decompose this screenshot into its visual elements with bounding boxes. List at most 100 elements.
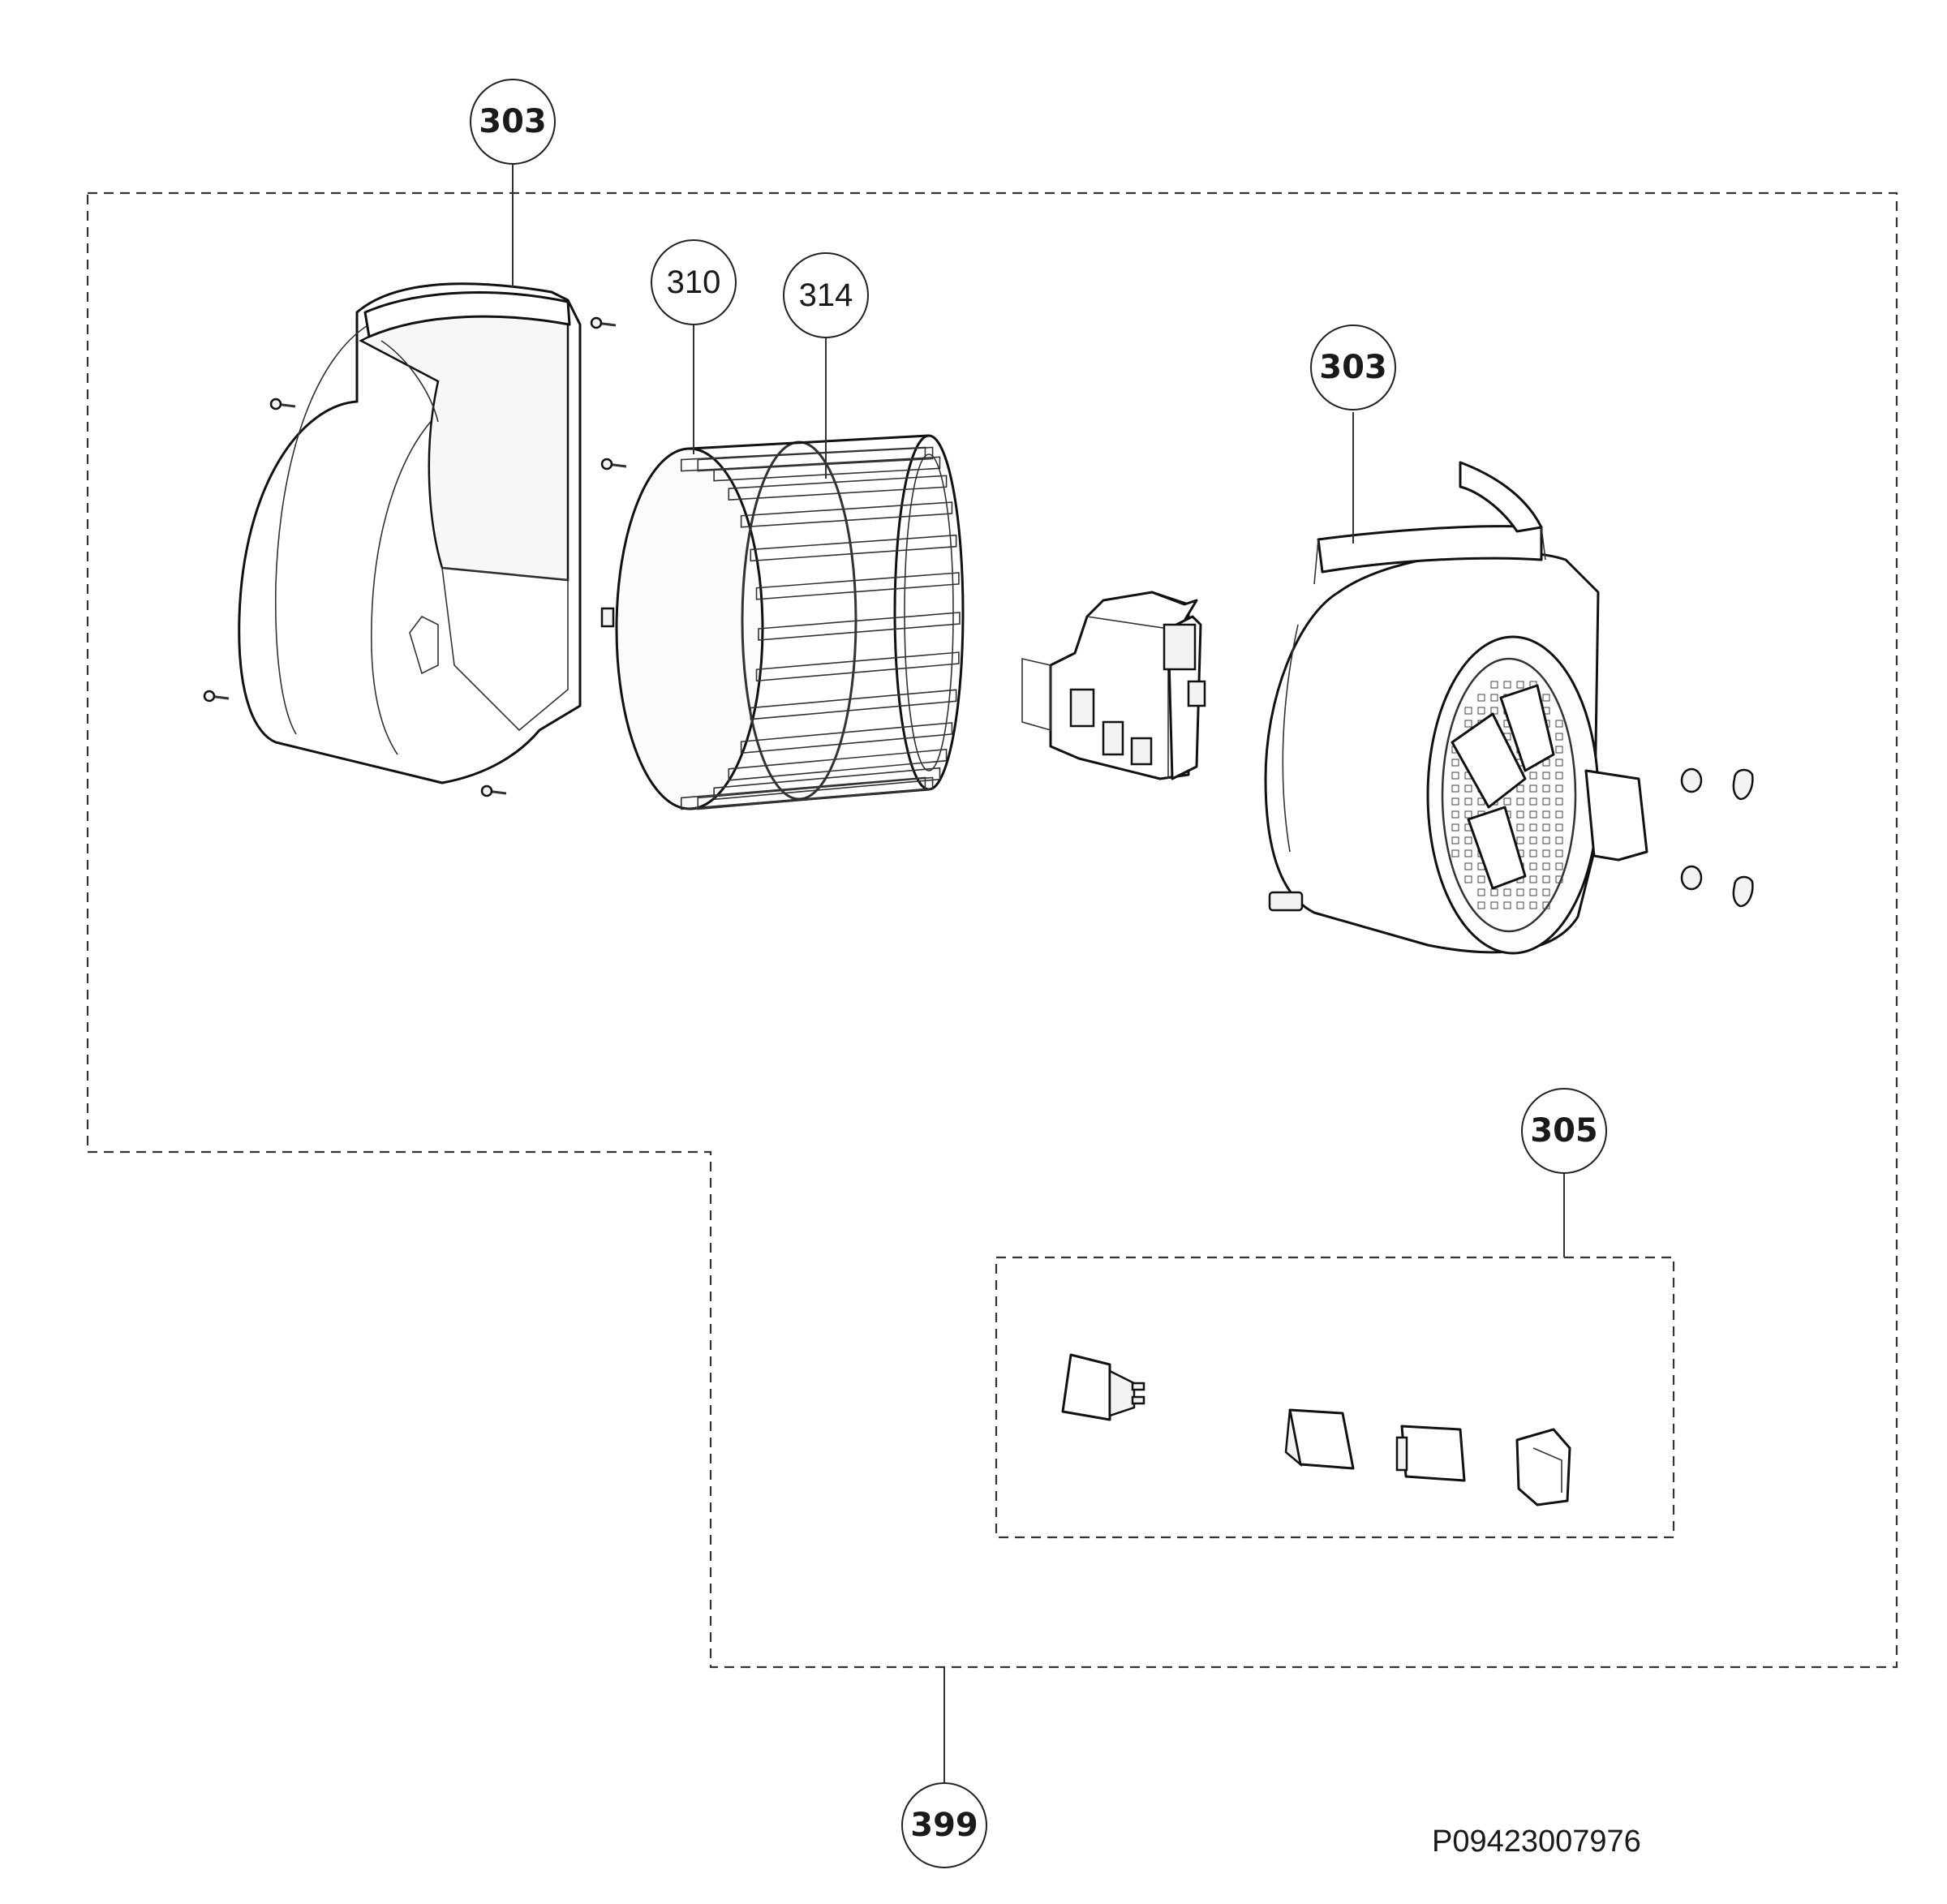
impeller-blade <box>758 612 961 641</box>
impeller-wheel <box>600 434 965 810</box>
grille-cell <box>1529 849 1537 857</box>
impeller-blade <box>713 767 941 801</box>
grille-cell <box>1451 823 1459 832</box>
impeller-blade <box>713 456 941 482</box>
callout-impeller-ring-label: 314 <box>799 277 853 313</box>
grille-cell <box>1464 875 1472 883</box>
grille-cell <box>1542 694 1550 702</box>
grille-cell <box>1451 784 1459 793</box>
impeller-blade <box>740 501 953 528</box>
grille-cell <box>1477 888 1485 896</box>
grille-cell <box>1542 810 1550 819</box>
grille-cell <box>1451 797 1459 806</box>
grille-cell <box>1503 901 1511 909</box>
impeller-blade <box>728 475 948 501</box>
grille-cell <box>1451 849 1459 857</box>
grille-cell <box>1451 810 1459 819</box>
grille-cell <box>1503 797 1511 806</box>
grille-cell <box>1516 823 1524 832</box>
grille-cell <box>1490 694 1498 702</box>
grille-cell <box>1542 875 1550 883</box>
impeller-blade <box>750 689 957 720</box>
grille-cell <box>1542 849 1550 857</box>
leader-lines <box>512 156 1565 1787</box>
callout-housing-right-label: 303 <box>1319 349 1387 386</box>
grille-cell <box>1477 875 1485 883</box>
left-blower-housing <box>238 282 582 784</box>
callout-connector-kit: 305 <box>1521 1088 1607 1174</box>
grille-cell <box>1542 797 1550 806</box>
impeller-blade <box>728 748 948 781</box>
grille-cell <box>1529 836 1537 845</box>
grille-cell <box>1464 836 1472 845</box>
callout-housing-left: 303 <box>470 79 556 165</box>
assembly-boundary <box>86 191 1898 1669</box>
grille-cell <box>1555 823 1563 832</box>
grille-cell <box>1477 901 1485 909</box>
grille-cell <box>1464 862 1472 870</box>
impeller-blade <box>697 776 934 810</box>
callout-housing-left-label: 303 <box>479 103 547 140</box>
grille-cell <box>1555 720 1563 728</box>
grille-cell <box>1529 901 1537 909</box>
grille-cell <box>1555 771 1563 780</box>
grille-cell <box>1464 707 1472 715</box>
grille-cell <box>1529 875 1537 883</box>
callout-assembly-label: 399 <box>910 1807 978 1844</box>
grille-cell <box>1516 888 1524 896</box>
grille-cell <box>1516 784 1524 793</box>
impeller-blade <box>755 572 960 600</box>
grille-cell <box>1542 771 1550 780</box>
grille-cell <box>1503 681 1511 689</box>
grille-cell <box>1555 836 1563 845</box>
grille-cell <box>1555 849 1563 857</box>
grille-cell <box>1542 836 1550 845</box>
right-blower-housing <box>1264 461 1648 955</box>
drawing-number: P09423007976 <box>1432 1824 1641 1859</box>
grille-cell <box>1555 759 1563 767</box>
grille-cell <box>1464 720 1472 728</box>
callout-housing-right: 303 <box>1310 324 1396 410</box>
grille-cell <box>1503 888 1511 896</box>
connector-kit-boundary <box>995 1256 1675 1539</box>
grille-cell <box>1529 797 1537 806</box>
motor-block <box>1021 591 1206 780</box>
grille-cell <box>1529 771 1537 780</box>
impeller-blade <box>750 534 957 562</box>
grille-cell <box>1529 810 1537 819</box>
grille-cell <box>1555 733 1563 741</box>
impeller-blade <box>755 651 960 682</box>
grille-cell <box>1451 836 1459 845</box>
grille-cell <box>1555 862 1563 870</box>
grille-cell <box>1542 862 1550 870</box>
impeller-blade <box>697 446 934 472</box>
grille-cell <box>1516 901 1524 909</box>
grille-cell <box>1490 888 1498 896</box>
grille-cell <box>1542 784 1550 793</box>
callout-connector-kit-label: 305 <box>1530 1112 1598 1150</box>
grille-cell <box>1490 901 1498 909</box>
grille-cell <box>1542 901 1550 909</box>
screws-left <box>203 316 627 797</box>
callout-assembly: 399 <box>901 1782 987 1868</box>
grille-cell <box>1464 797 1472 806</box>
grille-cell <box>1555 746 1563 754</box>
impeller-blade <box>680 776 926 810</box>
callout-impeller-label: 310 <box>667 264 721 300</box>
grille-cell <box>1529 862 1537 870</box>
grille-cell <box>1451 759 1459 767</box>
grille-cell <box>1490 707 1498 715</box>
grille-cell <box>1555 797 1563 806</box>
grille-cell <box>1555 784 1563 793</box>
grille-cell <box>1529 888 1537 896</box>
impeller-blade <box>740 722 953 754</box>
grille-cell <box>1555 810 1563 819</box>
grille-cell <box>1542 888 1550 896</box>
grille-cell <box>1555 875 1563 883</box>
grille-cell <box>1516 681 1524 689</box>
grille-cell <box>1464 849 1472 857</box>
grille-cell <box>1516 836 1524 845</box>
fasteners-right <box>1680 767 1754 908</box>
grille-cell <box>1542 823 1550 832</box>
